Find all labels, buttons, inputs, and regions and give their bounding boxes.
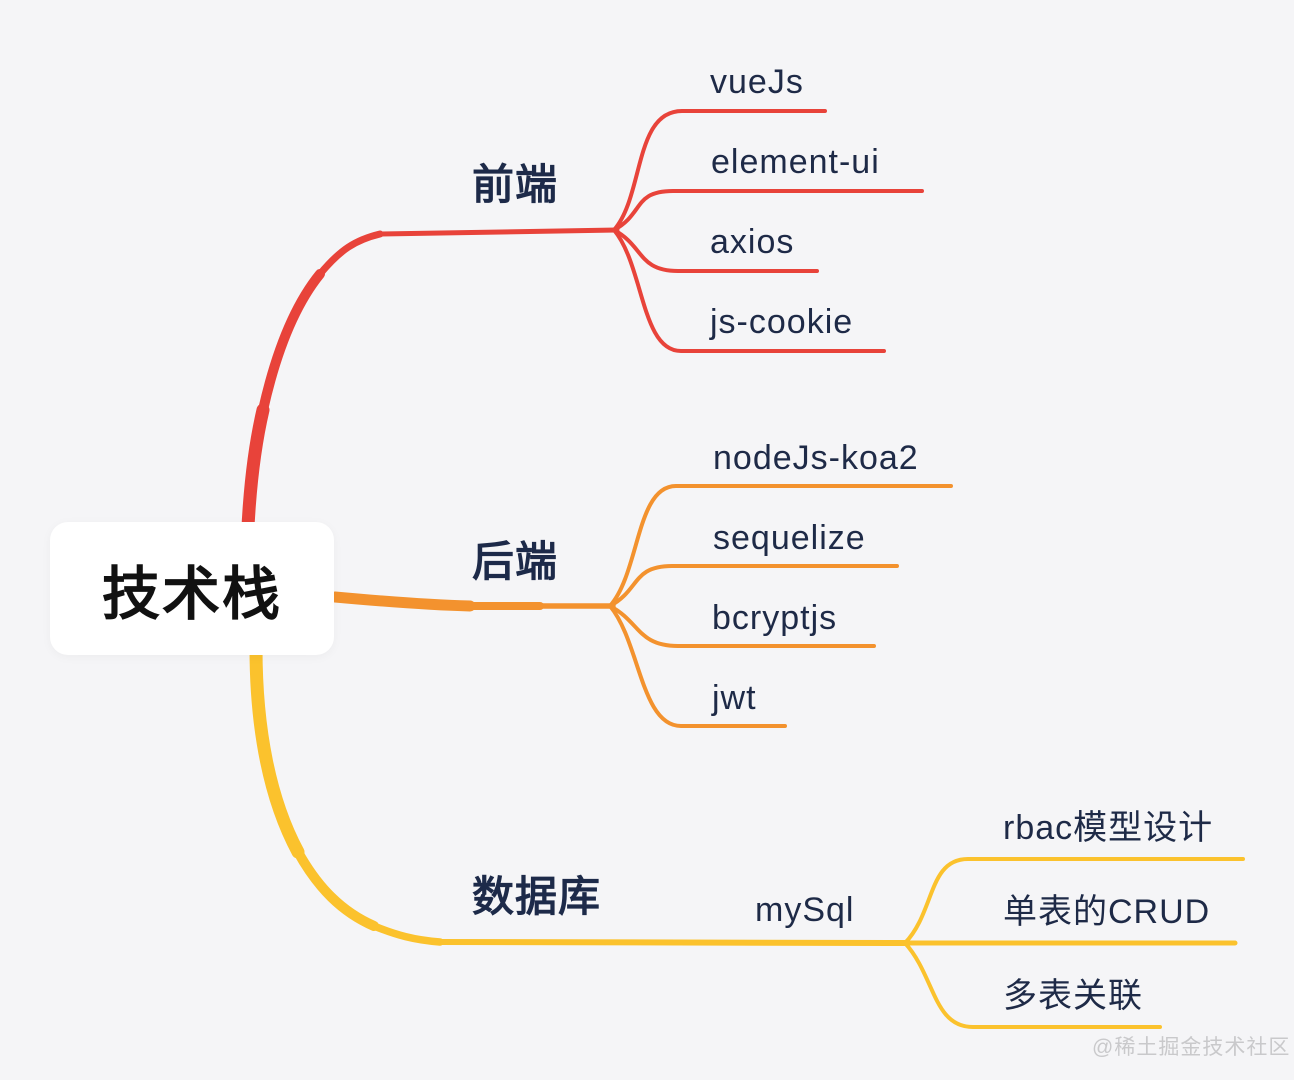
backend-child-link-bcryptjs [608,604,876,648]
leaf-nodejs-koa2-label: nodeJs-koa2 [713,439,919,477]
frontend-branch-line-horizontal [377,227,620,237]
leaf-multi-table-label: 多表关联 [1003,977,1143,1015]
frontend-branch-line-mid [258,269,325,415]
database-branch-line-thin [370,922,444,946]
leaf-vuejs-label: vueJs [710,63,804,101]
leaf-bcryptjs-label: bcryptjs [712,599,838,637]
frontend-child-link-axios [612,228,819,273]
database-branch-line-mid [293,847,379,931]
node-mysql-label: mySql [755,891,855,929]
branch-label-database: 数据库 [472,873,602,920]
frontend-branch-line-thin [316,230,384,278]
leaf-single-table-crud-label: 单表的CRUD [1003,893,1211,931]
frontend-child-link-vuejs [612,109,827,232]
backend-child-link-nodejs-koa2 [608,484,953,608]
backend-child-link-jwt [608,604,787,728]
backend-branch-line-thick [329,591,476,612]
leaf-js-cookie-label: js-cookie [710,303,854,341]
database-branch-line-thick [249,641,305,859]
watermark: @稀土掘金技术社区 [1092,1036,1291,1059]
leaf-element-ui-label: element-ui [711,143,880,181]
database-branch-line-horizontal [437,939,911,946]
frontend-child-link-element-ui [612,189,924,232]
root-label: 技术栈 [101,561,282,627]
branch-label-backend: 后端 [472,538,559,585]
leaf-axios-label: axios [710,223,795,261]
branch-label-frontend: 前端 [472,161,559,208]
leaf-jwt-label: jwt [712,679,757,717]
root-node: 技术栈 [50,522,334,655]
mysql-child-link-rbac [903,857,1245,945]
leaf-rbac-model-label: rbac模型设计 [1003,809,1214,847]
leaf-sequelize-label: sequelize [713,519,866,557]
mysql-child-link-multi-table [903,941,1162,1029]
backend-child-link-sequelize [608,564,899,608]
frontend-child-link-js-cookie [612,228,886,353]
